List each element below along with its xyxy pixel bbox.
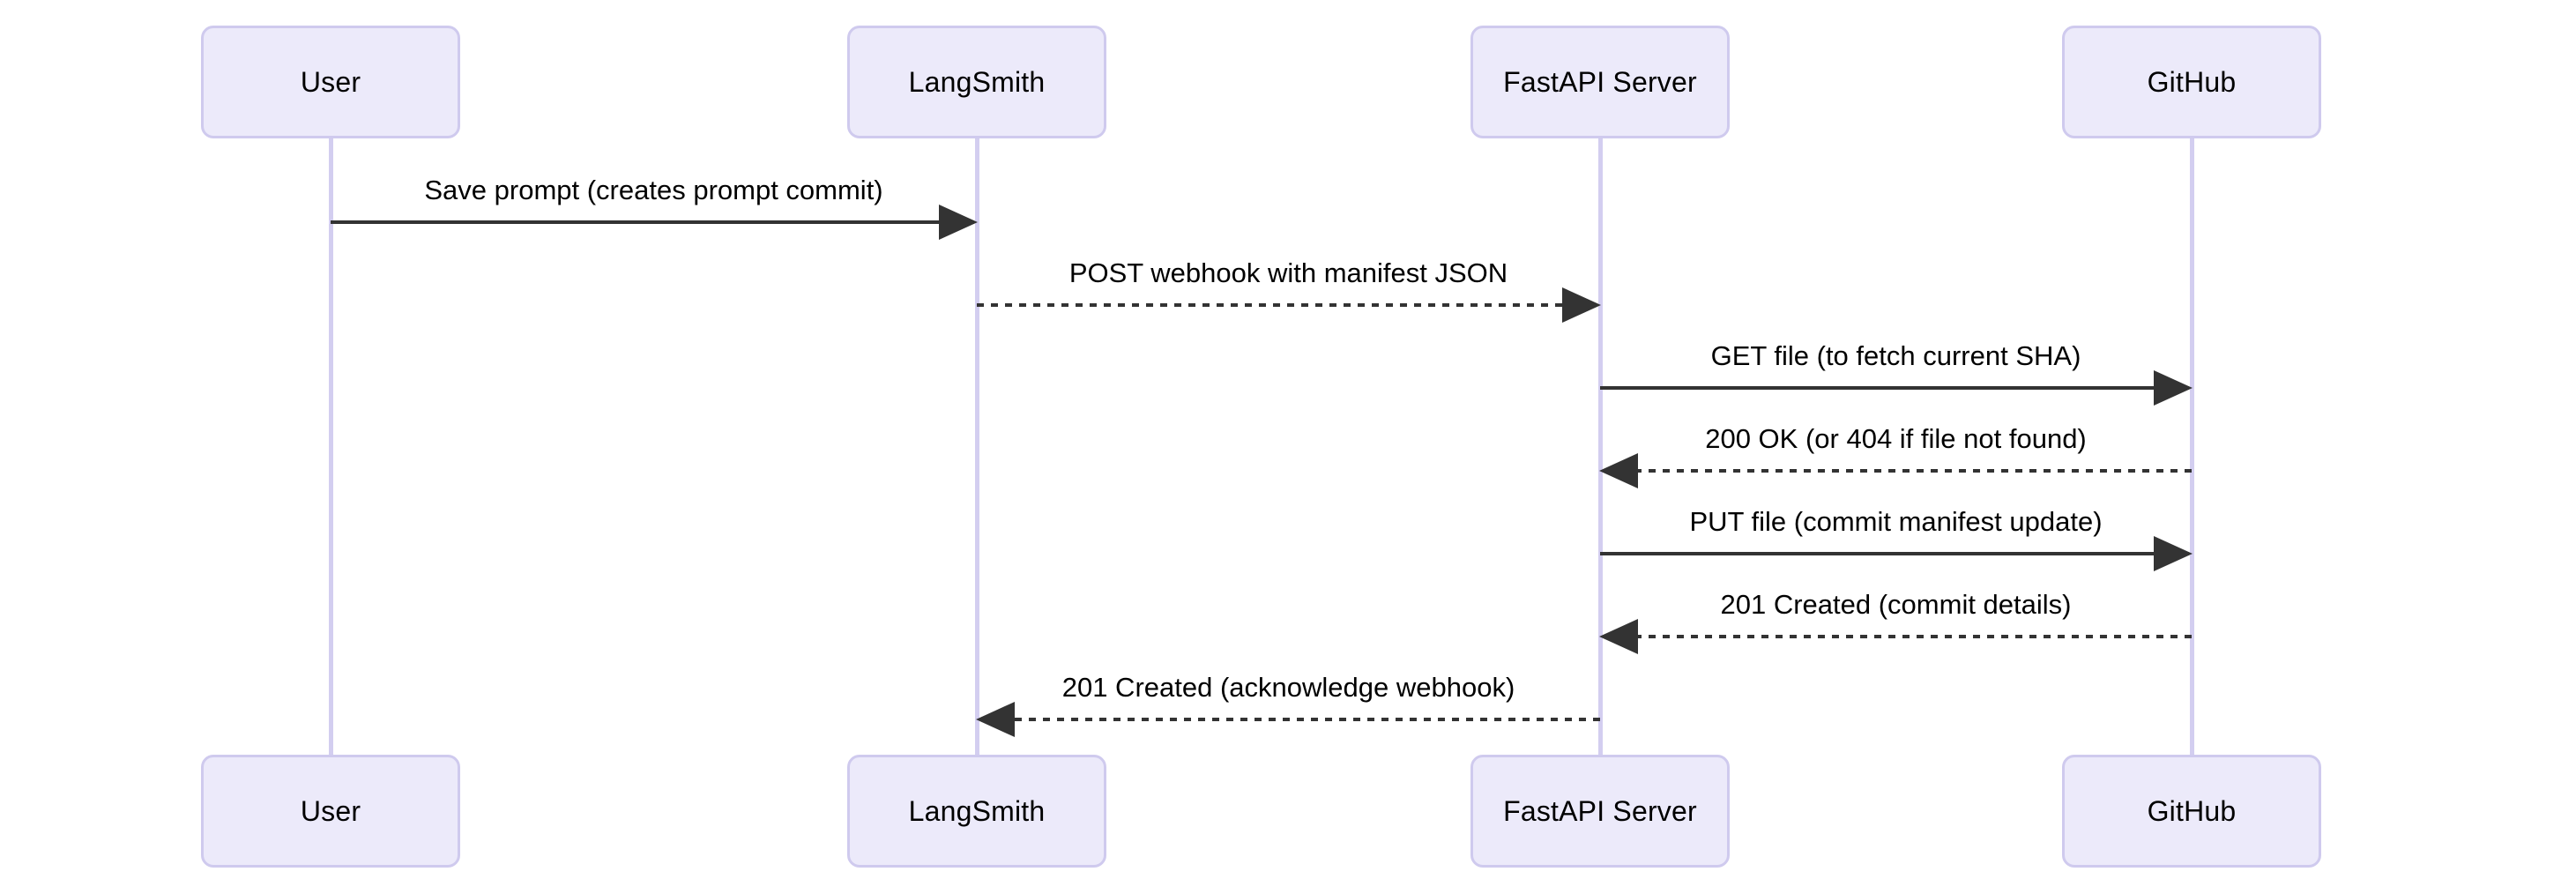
message-label-3: GET file (to fetch current SHA) (1710, 340, 2081, 371)
actor-label-fastapi: FastAPI Server (1503, 794, 1697, 827)
actor-label-langsmith: LangSmith (908, 65, 1046, 98)
message-label-1: Save prompt (creates prompt commit) (424, 175, 883, 205)
actor-box-langsmith-bottom[interactable]: LangSmith (847, 755, 1106, 868)
actor-label-user: User (300, 794, 361, 827)
message-label-7: 201 Created (acknowledge webhook) (1061, 672, 1515, 703)
actor-box-github-bottom[interactable]: GitHub (2062, 755, 2321, 868)
message-label-4: 200 OK (or 404 if file not found) (1705, 423, 2087, 454)
message-label-2: POST webhook with manifest JSON (1068, 257, 1508, 288)
actor-label-github: GitHub (2147, 794, 2237, 827)
actor-box-langsmith-top[interactable]: LangSmith (847, 26, 1106, 138)
actor-box-fastapi-bottom[interactable]: FastAPI Server (1470, 755, 1730, 868)
lifeline-user (329, 138, 333, 755)
lifeline-langsmith (975, 138, 979, 755)
actor-label-user: User (300, 65, 361, 98)
lifeline-github (2190, 138, 2194, 755)
actor-box-fastapi-top[interactable]: FastAPI Server (1470, 26, 1730, 138)
actor-label-fastapi: FastAPI Server (1503, 65, 1697, 98)
actor-box-user-bottom[interactable]: User (201, 755, 460, 868)
message-label-5: PUT file (commit manifest update) (1689, 506, 2103, 537)
actor-label-langsmith: LangSmith (908, 794, 1046, 827)
actor-box-github-top[interactable]: GitHub (2062, 26, 2321, 138)
lifeline-fastapi (1598, 138, 1603, 755)
actor-label-github: GitHub (2147, 65, 2237, 98)
message-label-6: 201 Created (commit details) (1720, 589, 2072, 620)
actor-box-user-top[interactable]: User (201, 26, 460, 138)
